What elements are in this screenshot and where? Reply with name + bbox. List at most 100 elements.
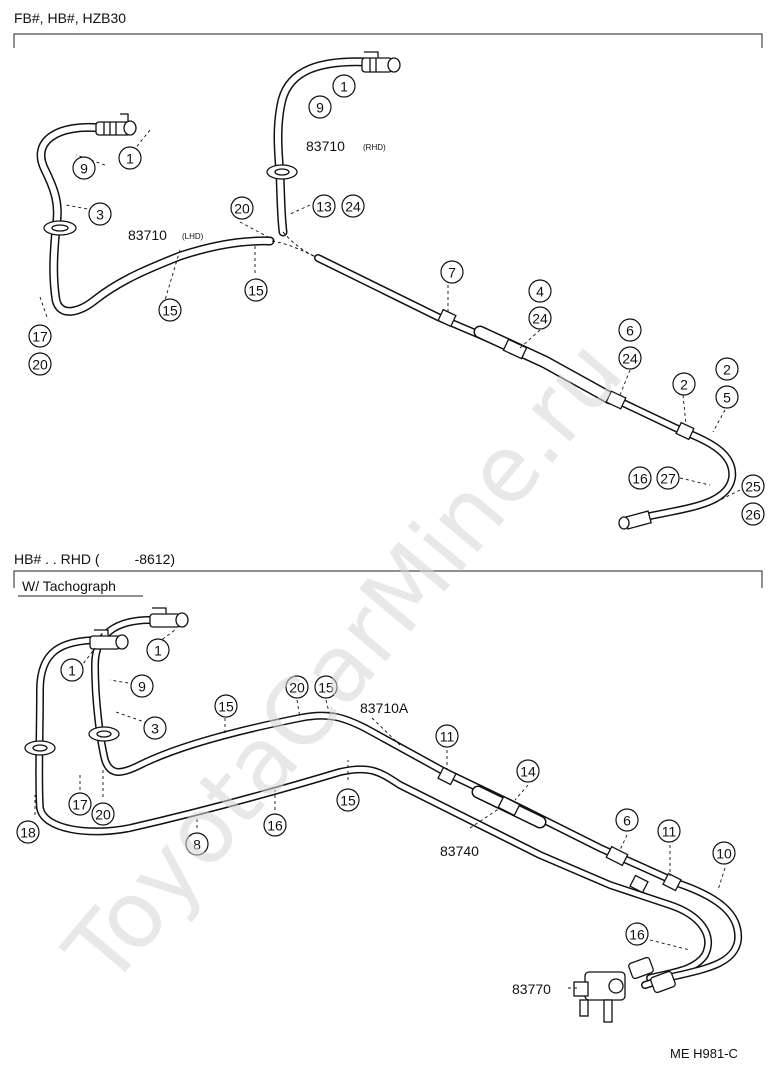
callout-number: 2	[672, 372, 696, 396]
svg-text:24: 24	[345, 199, 361, 215]
callout-number: 15	[336, 788, 360, 812]
callout-number: 4	[528, 279, 552, 303]
svg-text:1: 1	[340, 79, 348, 95]
svg-text:15: 15	[318, 680, 334, 696]
cable-fittings-bottom	[437, 766, 682, 894]
callout-number: 25	[741, 474, 765, 498]
speedometer-connector-top	[361, 51, 401, 73]
cable-junction-dashed	[271, 231, 319, 259]
svg-text:5: 5	[723, 390, 731, 406]
grommets-bottom	[24, 726, 120, 756]
svg-text:15: 15	[162, 303, 178, 319]
callout-number: 11	[435, 724, 459, 748]
cable-83710-lhd	[36, 122, 275, 316]
cable-83710-rhd	[273, 57, 373, 237]
svg-text:20: 20	[32, 357, 48, 373]
part-label-83710-rhd: 83710	[306, 138, 345, 154]
callout-number: 3	[143, 716, 167, 740]
section-header-top: FB#, HB#, HZB30	[14, 10, 127, 26]
footer-code: ME H981-C	[670, 1046, 738, 1061]
callout-number: 27	[656, 466, 680, 490]
svg-text:1: 1	[68, 663, 76, 679]
svg-text:3: 3	[151, 721, 159, 737]
section-frame-bottom	[13, 570, 763, 597]
svg-text:6: 6	[626, 323, 634, 339]
callout-number: 14	[516, 759, 540, 783]
callout-number: 24	[528, 306, 552, 330]
callout-number: 18	[16, 820, 40, 844]
callout-number: 11	[657, 819, 681, 843]
svg-text:15: 15	[340, 793, 356, 809]
callout-number: 7	[440, 260, 464, 284]
callout-number: 15	[244, 278, 268, 302]
callout-number: 16	[263, 813, 287, 837]
cable-83740	[35, 636, 713, 982]
callout-number: 1	[60, 658, 84, 682]
svg-text:24: 24	[532, 311, 548, 327]
callout-number: 2	[715, 357, 739, 381]
svg-text:14: 14	[520, 764, 536, 780]
callout-number: 16	[628, 466, 652, 490]
callout-number: 3	[88, 202, 112, 226]
part-label-83710-lhd-suffix: (LHD)	[182, 232, 204, 241]
speedometer-connector-left	[95, 113, 137, 136]
svg-text:20: 20	[289, 680, 305, 696]
svg-text:15: 15	[218, 699, 234, 715]
svg-text:16: 16	[267, 818, 283, 834]
svg-text:11: 11	[662, 824, 677, 840]
callout-number: 1	[146, 638, 170, 662]
svg-text:15: 15	[248, 283, 264, 299]
cable-main-run-top	[314, 254, 737, 524]
callout-number: 8	[185, 832, 209, 856]
svg-text:3: 3	[96, 207, 104, 223]
svg-text:25: 25	[745, 479, 761, 495]
svg-text:17: 17	[32, 329, 48, 345]
svg-text:20: 20	[95, 807, 111, 823]
callout-number: 24	[341, 194, 365, 218]
callout-number: 5	[715, 385, 739, 409]
callout-number: 1	[118, 146, 142, 170]
callout-number: 20	[285, 675, 309, 699]
callout-number: 10	[712, 841, 736, 865]
callout-number: 17	[68, 792, 92, 816]
tachograph-adapter	[573, 956, 676, 1023]
callout-number: 9	[72, 156, 96, 180]
svg-text:8: 8	[193, 837, 201, 853]
svg-text:27: 27	[660, 471, 676, 487]
svg-text:2: 2	[680, 377, 688, 393]
svg-text:13: 13	[316, 199, 332, 215]
speedometer-connectors-bottom	[89, 607, 189, 650]
grommet-left	[43, 220, 77, 236]
svg-text:1: 1	[126, 151, 134, 167]
callout-number: 24	[618, 346, 642, 370]
svg-text:7: 7	[448, 265, 456, 281]
part-label-83770: 83770	[512, 981, 551, 997]
svg-text:16: 16	[632, 471, 648, 487]
svg-text:24: 24	[622, 351, 638, 367]
svg-text:11: 11	[440, 729, 455, 745]
svg-text:18: 18	[20, 825, 36, 841]
svg-text:6: 6	[623, 813, 631, 829]
svg-text:20: 20	[234, 201, 250, 217]
svg-text:2: 2	[723, 362, 731, 378]
watermark: ToyotaCarMine.ru	[44, 320, 643, 1005]
part-label-83710a: 83710A	[360, 700, 409, 716]
cable-fittings-top	[437, 308, 695, 530]
svg-text:9: 9	[316, 100, 324, 116]
callout-number: 6	[615, 808, 639, 832]
callout-number: 13	[312, 194, 336, 218]
svg-text:17: 17	[72, 797, 88, 813]
callout-number: 20	[91, 802, 115, 826]
svg-text:9: 9	[80, 161, 88, 177]
callout-number: 15	[314, 675, 338, 699]
section-subheader-bottom: W/ Tachograph	[22, 578, 116, 594]
callout-number: 20	[230, 196, 254, 220]
section-frame-top	[13, 33, 763, 48]
callout-number: 1	[332, 74, 356, 98]
callout-number: 15	[214, 694, 238, 718]
callout-number: 26	[741, 502, 765, 526]
svg-text:4: 4	[536, 284, 544, 300]
